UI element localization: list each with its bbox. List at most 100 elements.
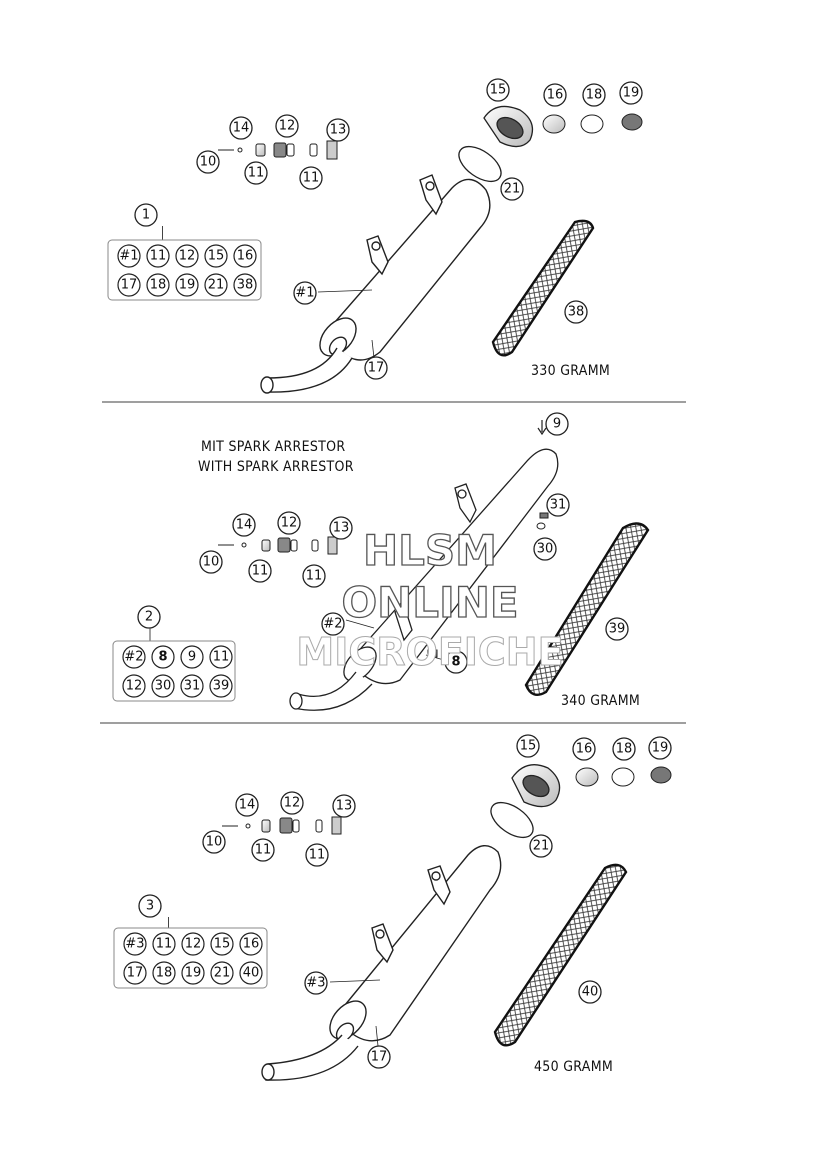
svg-text:3: 3 [146, 899, 154, 914]
section-2 [218, 420, 650, 711]
kit-item-17: 17 [117, 273, 141, 297]
svg-text:11: 11 [303, 171, 320, 186]
weight-label-3: 450 GRAMM [534, 1059, 614, 1075]
watermark-line-2: ONLINE [341, 577, 519, 627]
svg-text:31: 31 [184, 679, 201, 694]
callout-hash-1: #1 [293, 281, 317, 305]
svg-text:8: 8 [158, 650, 167, 665]
svg-text:21: 21 [504, 182, 521, 197]
callout-12: 12 [280, 791, 304, 815]
callout-11: 11 [248, 559, 272, 583]
bushing-ring [575, 767, 599, 787]
callout-hash-2: #2 [321, 612, 345, 636]
clip-icon [539, 512, 549, 519]
callout-16: 16 [543, 83, 567, 107]
leader-line [375, 1025, 379, 1047]
kit-item-21: 21 [204, 273, 228, 297]
weight-label-2: 340 GRAMM [561, 693, 641, 709]
svg-text:38: 38 [568, 305, 585, 320]
svg-text:30: 30 [537, 542, 554, 557]
callout-14: 14 [235, 793, 259, 817]
svg-text:13: 13 [333, 521, 350, 536]
callout-2: 2 [137, 605, 161, 629]
kit-item-30: 30 [151, 674, 175, 698]
kit-item-hash-1: #1 [117, 244, 141, 268]
svg-text:16: 16 [243, 937, 260, 952]
svg-text:15: 15 [490, 83, 507, 98]
svg-text:15: 15 [208, 249, 225, 264]
svg-text:16: 16 [547, 88, 564, 103]
svg-text:15: 15 [520, 739, 537, 754]
callout-12: 12 [277, 511, 301, 535]
muffler-body-2 [289, 448, 559, 711]
callout-15: 15 [486, 78, 510, 102]
svg-text:11: 11 [156, 937, 173, 952]
kit-item-15: 15 [204, 244, 228, 268]
svg-text:12: 12 [179, 249, 196, 264]
callout-10: 10 [199, 550, 223, 574]
kit-item-16: 16 [239, 932, 263, 956]
callout-11: 11 [305, 843, 329, 867]
svg-text:11: 11 [150, 249, 167, 264]
svg-text:11: 11 [255, 843, 272, 858]
kit-item-18: 18 [146, 273, 170, 297]
leader-line [371, 339, 375, 359]
svg-text:17: 17 [121, 278, 138, 293]
svg-text:19: 19 [623, 86, 640, 101]
callout-8: 8 [444, 650, 468, 674]
svg-text:8: 8 [451, 655, 460, 670]
gasket-ring [458, 145, 502, 183]
svg-text:13: 13 [330, 123, 347, 138]
mounting-hardware-1 [218, 140, 338, 160]
callout-18: 18 [582, 83, 606, 107]
kit-item-12: 12 [175, 244, 199, 268]
svg-text:18: 18 [586, 88, 603, 103]
svg-text:1: 1 [142, 208, 150, 223]
packing-mat-2 [524, 522, 650, 696]
svg-text:2: 2 [145, 610, 153, 625]
callout-11: 11 [251, 838, 275, 862]
kit-item-15: 15 [210, 932, 234, 956]
callout-11: 11 [244, 161, 268, 185]
svg-text:39: 39 [609, 622, 626, 637]
callout-19: 19 [619, 81, 643, 105]
callout-39: 39 [605, 617, 629, 641]
kit-item-19: 19 [175, 273, 199, 297]
callout-15: 15 [516, 734, 540, 758]
svg-text:39: 39 [213, 679, 230, 694]
packing-mat-3 [493, 863, 628, 1047]
callout-31: 31 [546, 493, 570, 517]
svg-text:17: 17 [371, 1050, 388, 1065]
svg-text:#3: #3 [306, 976, 325, 991]
kit-item-11: 11 [152, 932, 176, 956]
callout-13: 13 [329, 516, 353, 540]
callout-14: 14 [229, 116, 253, 140]
svg-text:31: 31 [550, 498, 567, 513]
callout-30: 30 [533, 537, 557, 561]
callout-18: 18 [612, 737, 636, 761]
bushing-ring [611, 767, 635, 787]
kit-item-hash-2: #2 [122, 645, 146, 669]
kit-item-39: 39 [209, 674, 233, 698]
leader-line [345, 619, 375, 629]
callout-17: 17 [367, 1045, 391, 1069]
svg-text:30: 30 [155, 679, 172, 694]
callout-11: 11 [299, 166, 323, 190]
svg-text:19: 19 [179, 278, 196, 293]
svg-text:9: 9 [188, 650, 196, 665]
screw-icon [427, 649, 438, 658]
svg-text:21: 21 [208, 278, 225, 293]
svg-text:40: 40 [582, 985, 599, 1000]
svg-text:10: 10 [206, 835, 223, 850]
callout-21: 21 [500, 177, 524, 201]
callout-12: 12 [275, 114, 299, 138]
kit-item-8: 8 [151, 645, 175, 669]
callout-17: 17 [364, 356, 388, 380]
bushing-ring [621, 113, 643, 131]
arrow-icon [537, 420, 547, 436]
svg-text:19: 19 [652, 741, 669, 756]
svg-text:18: 18 [150, 278, 167, 293]
